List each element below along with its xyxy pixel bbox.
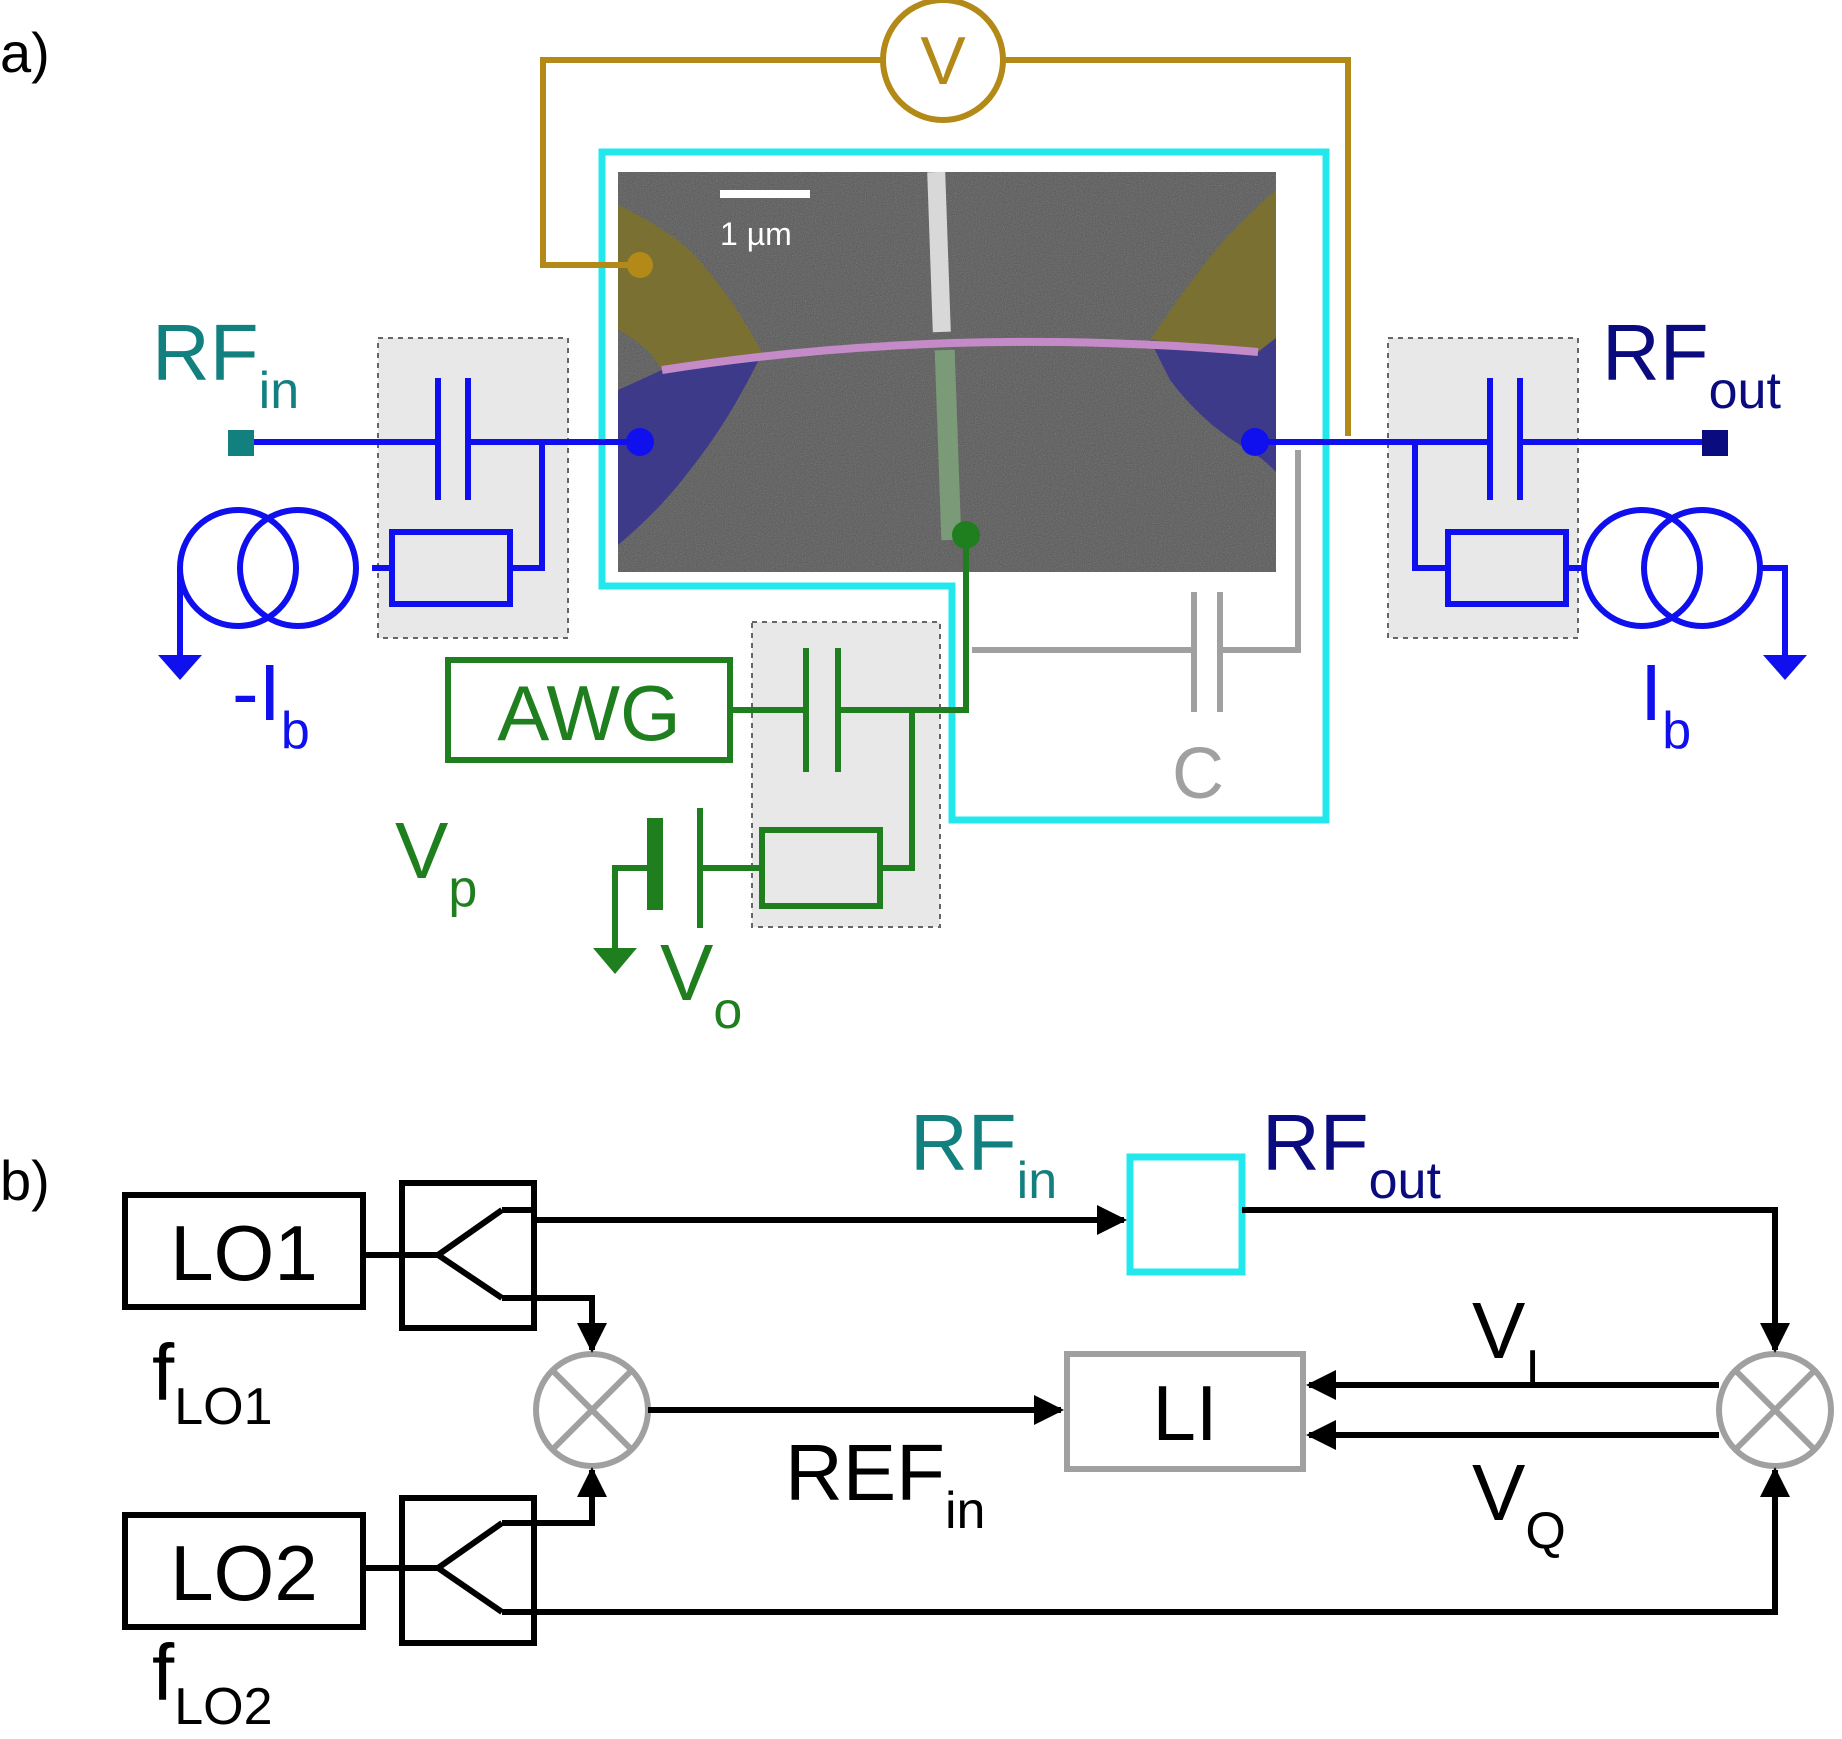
rf-out-circuit <box>1255 378 1788 655</box>
voltmeter-contact-dot <box>627 252 653 278</box>
sem-micrograph: 1 µm <box>618 171 1276 572</box>
capacitor-c-label: C <box>1172 734 1224 814</box>
vq-label: VQ <box>1472 1448 1566 1560</box>
wire-rf-out <box>1242 1207 1790 1353</box>
gate-ground-arrow <box>593 948 637 974</box>
filter-box-right <box>1387 337 1579 639</box>
panel-a-label: a) <box>0 21 50 84</box>
rf-out-port <box>1702 430 1728 456</box>
filter-box-left <box>377 337 569 639</box>
splitter-1 <box>363 1180 537 1331</box>
voltmeter-symbol: V <box>920 23 966 99</box>
wire-lo1-mixer <box>534 1295 607 1353</box>
rf-out-label: RFout <box>1602 308 1781 420</box>
capacitor-c <box>972 450 1301 712</box>
awg-label: AWG <box>497 669 680 757</box>
vo-label: Vo <box>660 928 742 1040</box>
wire-lo2-mixer <box>534 1467 607 1526</box>
wire-lo2-right <box>534 1467 1790 1615</box>
scale-bar <box>720 190 810 198</box>
battery-thick-plate <box>647 818 663 910</box>
lo1-label: LO1 <box>170 1209 317 1297</box>
lock-in-label: LI <box>1152 1369 1217 1457</box>
panel-b-label: b) <box>0 1149 50 1212</box>
vi-label: VI <box>1472 1286 1540 1398</box>
rf-in-circuit <box>177 378 640 655</box>
b-rf-out-label: RFout <box>1262 1098 1441 1210</box>
f-lo1-label: fLO1 <box>152 1328 273 1436</box>
rf-out-contact-dot <box>1241 428 1269 456</box>
ref-in-label: REFin <box>785 1428 985 1540</box>
pos-bias-ground-arrow <box>1763 655 1807 680</box>
rf-in-port <box>228 430 254 456</box>
pos-bias-label: Ib <box>1640 648 1691 760</box>
lock-in-box <box>1064 1351 1306 1472</box>
panel-a: a) 1 µm <box>0 0 1807 1040</box>
b-rf-in-label: RFin <box>910 1098 1057 1210</box>
rf-in-label: RFin <box>152 308 299 420</box>
sample-box <box>1126 1153 1246 1276</box>
sample-outline <box>598 148 1330 824</box>
filter-box-gate <box>751 621 941 928</box>
scale-bar-label: 1 µm <box>720 216 792 252</box>
gate-contact-dot <box>952 521 980 549</box>
mixer-right <box>1716 1351 1834 1469</box>
neg-bias-label: -Ib <box>232 648 310 760</box>
signal-wires <box>534 1205 1790 1615</box>
lo1-box <box>122 1192 366 1310</box>
neg-bias-ground-arrow <box>158 655 202 680</box>
voltmeter-circuit <box>540 0 1351 436</box>
gate-circuit <box>445 535 969 948</box>
splitter-2 <box>363 1495 537 1646</box>
panel-b: b) LO1 LO2 fLO1 fLO2 RFin RFout <box>0 1098 1834 1736</box>
rf-in-contact-dot <box>626 428 654 456</box>
lo2-label: LO2 <box>170 1529 317 1617</box>
f-lo2-label: fLO2 <box>152 1628 273 1734</box>
mixer-left <box>533 1351 651 1469</box>
vp-label: Vp <box>395 806 477 918</box>
